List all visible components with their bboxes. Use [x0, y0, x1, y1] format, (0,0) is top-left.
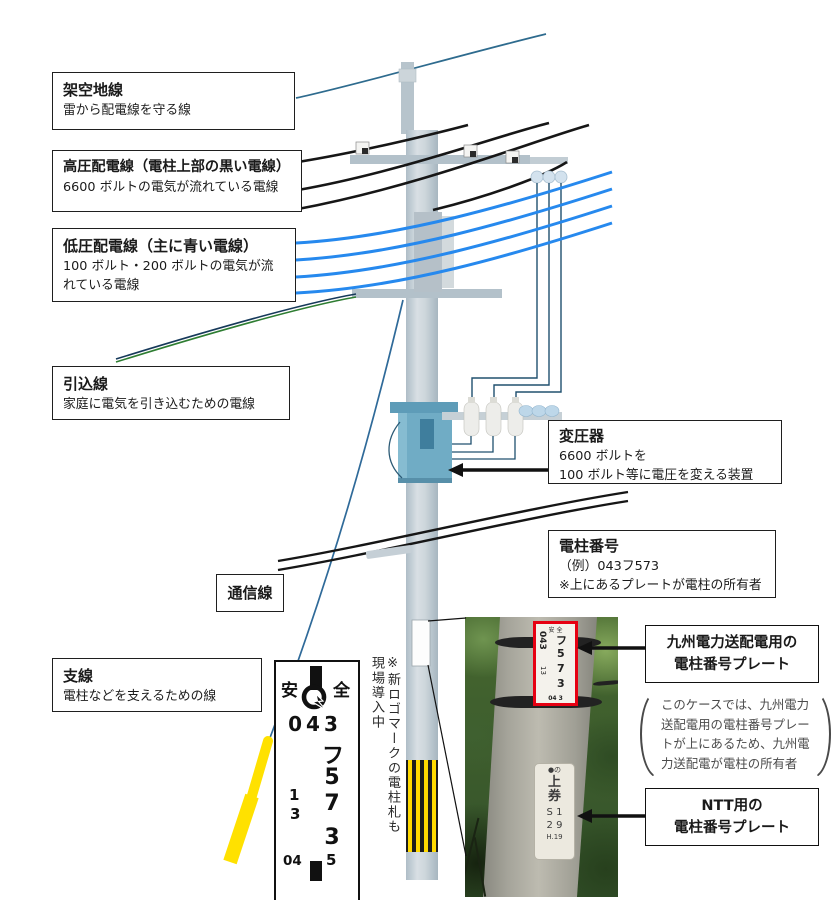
- callout-communication-line: 通信線: [216, 574, 284, 612]
- transformer-drop-wires: [471, 183, 562, 400]
- callout-title: 変圧器: [559, 427, 605, 445]
- photo-ntt-plate: ●の 上 券 S 1 2 9 H.19: [534, 763, 575, 860]
- note-line2: 送配電用の電柱番号プレー: [661, 716, 810, 732]
- photo-plate-top: 安 全: [548, 627, 563, 634]
- new-logo-note-col2: 現場導入中: [369, 656, 384, 730]
- photo-plate-d2: 5: [557, 647, 565, 660]
- callout-title: 電柱番号: [559, 537, 620, 555]
- plate-digit-3: 7: [324, 791, 340, 816]
- high-voltage-wires: [297, 121, 590, 212]
- ground-wire-clamp: [398, 68, 417, 83]
- lower-crossarm: [352, 289, 502, 298]
- kyuden-logo-icon: [301, 684, 327, 711]
- callout-title: 支線: [63, 667, 94, 685]
- pole-striped-guard: [406, 760, 438, 852]
- photo-plate-d1: フ: [556, 634, 567, 647]
- comm-wire-sleeve: [365, 545, 413, 559]
- oval-insulators: [518, 405, 560, 417]
- left-paren: [640, 690, 658, 778]
- new-logo-note-col1: ※新ロゴマークの電柱札も: [385, 656, 400, 835]
- round-insulators: [530, 170, 568, 184]
- upper-crossarm: [350, 155, 530, 164]
- new-logo-note: ※新ロゴマークの電柱札も 現場導入中: [368, 656, 400, 856]
- communication-wires: [277, 490, 629, 572]
- plate-digit-2: 5: [324, 765, 340, 790]
- callout-title: 引込線: [63, 375, 109, 393]
- callout-high-voltage-line: 高圧配電線（電柱上部の黒い電線） 6600 ボルトの電気が流れている電線: [52, 150, 302, 212]
- photo-plate-bottom: 04 3: [548, 695, 563, 702]
- callout-desc: 雷から配電線を守る線: [63, 103, 191, 118]
- guy-wire-guard: [223, 736, 273, 865]
- photo-cable-stub: [592, 679, 618, 687]
- callout-title: 架空地線: [63, 81, 124, 99]
- callout-title: 通信線: [227, 583, 273, 602]
- callout-desc-line2: 100 ボルト等に電圧を変える装置: [559, 468, 754, 484]
- callout-desc-line1: （例）043フ573: [559, 559, 660, 574]
- right-paren: [813, 690, 831, 778]
- callout-desc-line1: 6600 ボルトを: [559, 449, 647, 464]
- callout-title: 高圧配電線（電柱上部の黒い電線）: [63, 159, 291, 175]
- plate-digit-4: 3: [324, 825, 340, 850]
- callout-pole-number: 電柱番号 （例）043フ573 ※上にあるプレートが電柱の所有者: [548, 530, 776, 598]
- callout-desc: 電柱などを支えるための線: [63, 689, 217, 704]
- photo-plate-d4: 3: [557, 677, 565, 690]
- label-line2: 電柱番号プレート: [674, 657, 790, 673]
- plate-char-an: 安: [281, 681, 298, 701]
- callout-service-drop-line: 引込線 家庭に電気を引き込むための電線: [52, 366, 290, 420]
- photo-plate-small: 13: [539, 666, 547, 675]
- ntt-plate-row3: H.19: [546, 833, 563, 842]
- ntt-logo-icon: ●の: [547, 766, 562, 774]
- ntt-plate-kanji2: 券: [547, 788, 561, 804]
- pole-photo: 安 全 043 フ 5 7 3 13 04 3 ●の 上 券 S 1 2 9 H…: [465, 617, 618, 897]
- callout-transformer: 変圧器 6600 ボルトを 100 ボルト等に電圧を変える装置: [548, 420, 782, 484]
- case-note: このケースでは、九州電力 送配電用の電柱番号プレー トが上にあるため、九州電 力…: [640, 690, 831, 778]
- transformer-bushings: [463, 397, 524, 437]
- crossarm-insulators: [355, 141, 520, 164]
- callout-desc: 家庭に電気を引き込むための電線: [63, 397, 255, 412]
- label-ntt-plate: NTT用の 電柱番号プレート: [645, 788, 819, 846]
- note-line3: トが上にあるため、九州電: [661, 736, 810, 751]
- label-line1: NTT用の: [701, 797, 763, 814]
- pole-number-plate-closeup: 安 全 043 フ 5 7 3 1 3 04 5: [274, 660, 360, 900]
- label-line2: 電柱番号プレート: [674, 820, 790, 836]
- callout-desc: 100 ボルト・200 ボルトの電気が流れている電線: [63, 259, 274, 294]
- plate-small-3: 3: [290, 805, 301, 823]
- transformer-device: [388, 402, 458, 483]
- ntt-plate-kanji1: 上: [547, 774, 561, 790]
- note-line1: このケースでは、九州電力: [661, 697, 810, 712]
- photo-plate-d3: 7: [557, 662, 565, 675]
- service-drop-wire: [115, 293, 357, 363]
- callout-overhead-ground-wire: 架空地線 雷から配電線を守る線: [52, 72, 295, 130]
- low-voltage-wires: [295, 170, 613, 295]
- callout-title: 低圧配電線（主に青い電線）: [63, 237, 259, 255]
- bushing-leads: [452, 436, 516, 460]
- plate-bottom-bar: [310, 861, 322, 881]
- plate-bottom-right: 5: [326, 851, 337, 869]
- callout-guy-wire: 支線 電柱などを支えるための線: [52, 658, 262, 712]
- label-line1: 九州電力送配電用の: [666, 634, 798, 651]
- pole-name-plate: [411, 619, 431, 667]
- bushing-support-bar: [442, 412, 562, 420]
- crossarm-extension: [530, 157, 568, 164]
- note-line4: 力送配電が電柱の所有者: [661, 755, 798, 771]
- label-kyuden-plate: 九州電力送配電用の 電柱番号プレート: [645, 625, 819, 683]
- plate-number-row: 043: [288, 712, 342, 736]
- overhead-ground-wire: [295, 33, 547, 99]
- plate-char-zen: 全: [333, 681, 350, 701]
- case-note-text: このケースでは、九州電力 送配電用の電柱番号プレー トが上にあるため、九州電 力…: [658, 695, 813, 773]
- photo-branch-line: [473, 837, 487, 897]
- callout-desc: 6600 ボルトの電気が流れている電線: [63, 179, 279, 195]
- plate-bottom-left: 04: [283, 853, 302, 869]
- photo-kyuden-plate: 安 全 043 フ 5 7 3 13 04 3: [533, 621, 578, 706]
- plate-small-1: 1: [289, 786, 300, 804]
- plate-digit-1: フ: [322, 744, 345, 769]
- photo-plate-number: 043: [537, 631, 547, 650]
- callout-desc-line2: ※上にあるプレートが電柱の所有者: [559, 578, 762, 594]
- callout-low-voltage-line: 低圧配電線（主に青い電線） 100 ボルト・200 ボルトの電気が流れている電線: [52, 228, 296, 302]
- plate-top-bar: [310, 666, 322, 690]
- ntt-plate-row2: 2 9: [546, 820, 563, 832]
- ntt-plate-row1: S 1: [546, 807, 563, 819]
